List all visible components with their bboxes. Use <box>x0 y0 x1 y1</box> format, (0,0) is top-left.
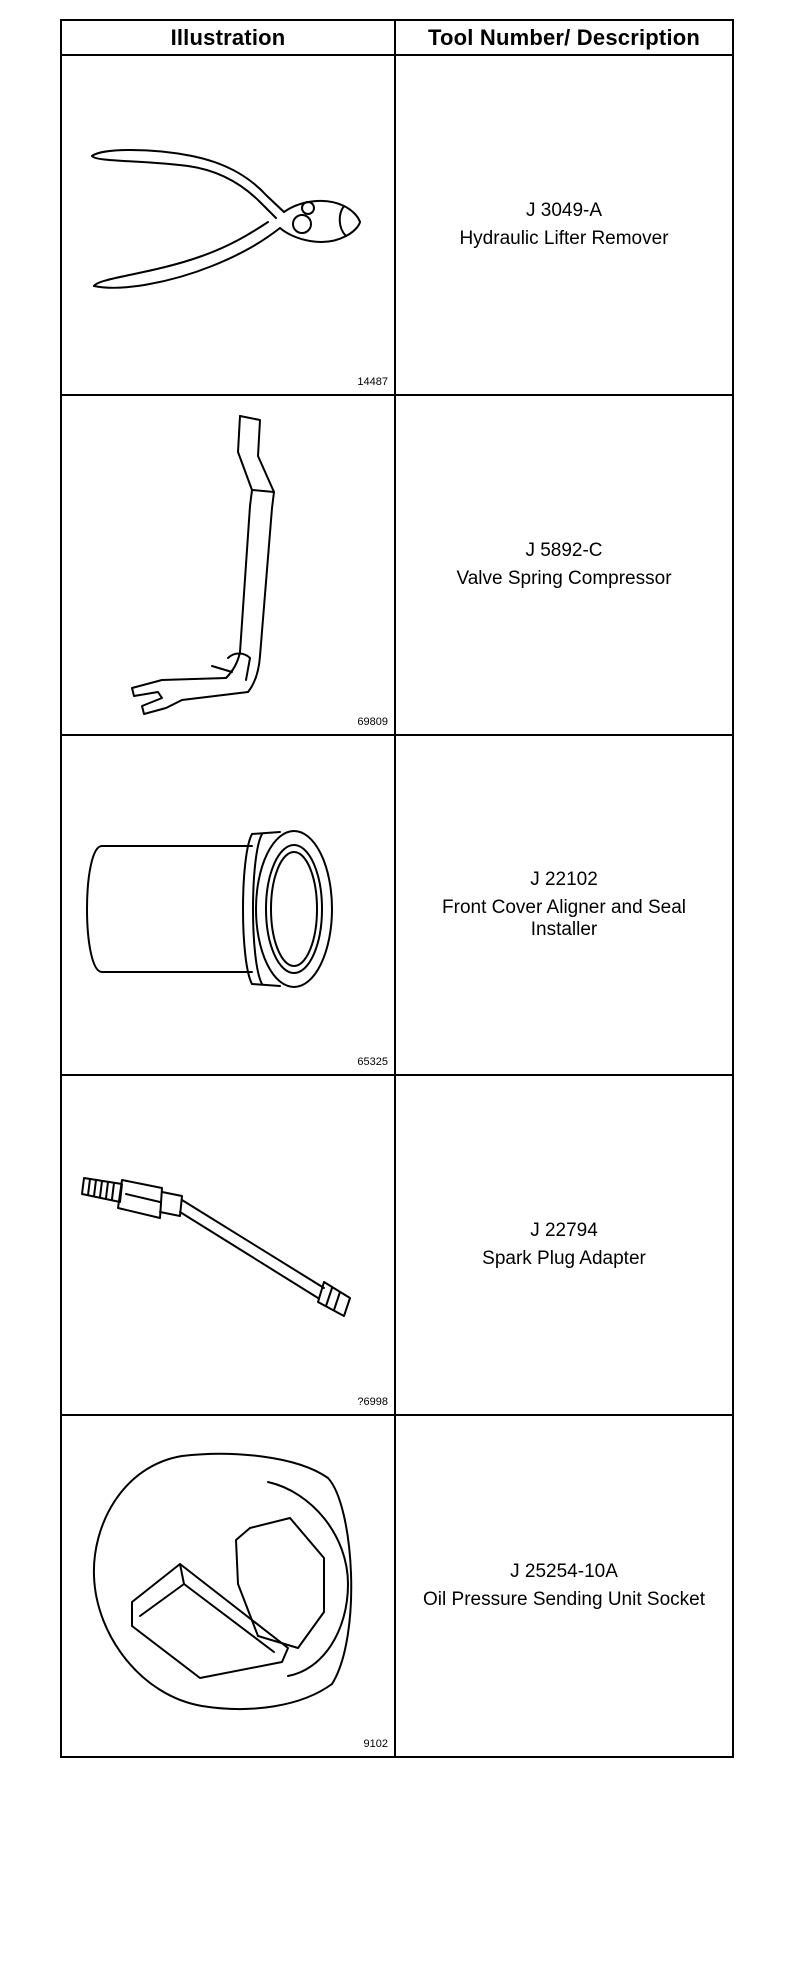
illustration-cell: 69809 <box>62 396 396 734</box>
header-illustration: Illustration <box>62 21 396 54</box>
illustration-cell: 9102 <box>62 1416 396 1756</box>
figure-number: 65325 <box>357 1056 388 1068</box>
table-row: 14487 J 3049-A Hydraulic Lifter Remover <box>62 56 732 396</box>
tool-table: Illustration Tool Number/ Description 14… <box>60 19 734 1758</box>
illustration-cell: ?6998 <box>62 1076 396 1414</box>
sleeve-icon <box>86 830 333 988</box>
description-cell: J 3049-A Hydraulic Lifter Remover <box>396 56 732 394</box>
tool-number: J 22102 <box>530 869 598 890</box>
pliers-icon <box>91 149 361 289</box>
tool-number: J 5892-C <box>525 540 603 561</box>
socket-icon <box>92 1452 353 1711</box>
tool-number: J 3049-A <box>525 200 603 221</box>
description-cell: J 22794 Spark Plug Adapter <box>396 1076 732 1414</box>
header-description: Tool Number/ Description <box>427 24 701 50</box>
table-row: 69809 J 5892-C Valve Spring Compressor <box>62 396 732 736</box>
tool-description: Front Cover Aligner and Seal Installer <box>442 897 686 940</box>
description-cell: J 5892-C Valve Spring Compressor <box>396 396 732 734</box>
table-row: ?6998 J 22794 Spark Plug Adapter <box>62 1076 732 1416</box>
illustration-cell: 14487 <box>62 56 396 394</box>
figure-number: 14487 <box>357 376 388 388</box>
description-cell: J 22102 Front Cover Aligner and Seal Ins… <box>396 736 732 1074</box>
table-row: 9102 J 25254-10A Oil Pressure Sending Un… <box>62 1416 732 1756</box>
tool-description: Valve Spring Compressor <box>456 568 672 589</box>
table-header: Illustration Tool Number/ Description <box>62 21 732 56</box>
description-cell: J 25254-10A Oil Pressure Sending Unit So… <box>396 1416 732 1756</box>
illustration-cell: 65325 <box>62 736 396 1074</box>
tool-description: Hydraulic Lifter Remover <box>459 228 669 249</box>
tool-number: J 25254-10A <box>510 1561 618 1582</box>
figure-number: ?6998 <box>357 1396 388 1408</box>
lever-icon <box>131 415 275 715</box>
tool-number: J 22794 <box>530 1220 598 1241</box>
table-row: 65325 J 22102 Front Cover Aligner and Se… <box>62 736 732 1076</box>
tool-description: Spark Plug Adapter <box>482 1248 646 1269</box>
adapter-icon <box>81 1177 351 1317</box>
figure-number: 9102 <box>363 1738 388 1750</box>
tool-description: Oil Pressure Sending Unit Socket <box>423 1589 705 1610</box>
figure-number: 69809 <box>357 716 388 728</box>
